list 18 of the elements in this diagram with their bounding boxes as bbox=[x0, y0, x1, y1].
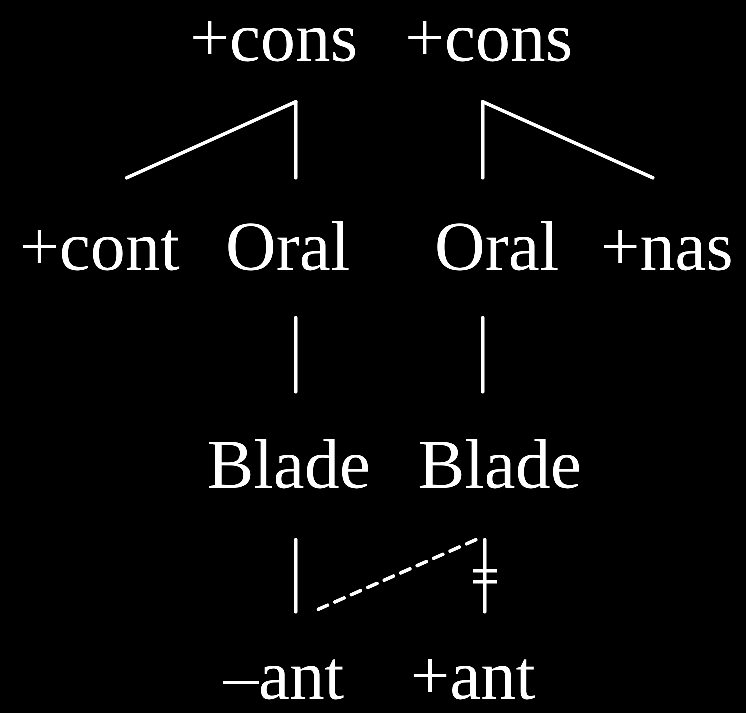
association-line bbox=[481, 100, 485, 180]
feature-label: Oral bbox=[226, 213, 350, 283]
feature-label: +cons bbox=[405, 4, 573, 74]
feature-label: +cont bbox=[20, 213, 180, 283]
feature-label: +ant bbox=[410, 642, 536, 712]
association-line bbox=[483, 538, 487, 614]
association-line bbox=[481, 100, 655, 180]
association-line bbox=[294, 316, 298, 394]
feature-label: Blade bbox=[207, 431, 371, 501]
feature-label: Oral bbox=[434, 213, 560, 283]
feature-label: –ant bbox=[224, 642, 344, 712]
association-line bbox=[125, 100, 298, 180]
feature-label: Blade bbox=[418, 431, 582, 501]
association-line bbox=[294, 100, 298, 180]
feature-label: +cons bbox=[190, 4, 358, 74]
association-line bbox=[481, 316, 485, 394]
association-line bbox=[294, 538, 298, 614]
feature-label: +nas bbox=[600, 213, 734, 283]
